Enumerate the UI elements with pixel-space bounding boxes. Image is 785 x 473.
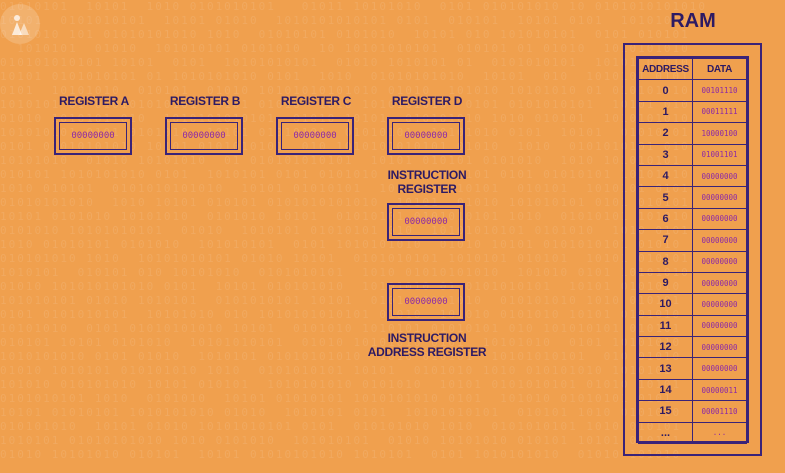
ram-data-cell: 00000000 [692, 186, 747, 209]
ram-address-cell: 10 [638, 293, 693, 316]
address-column-header: ADDRESS [638, 57, 693, 81]
ram-data-cell: 00101110 [692, 79, 747, 102]
register-d: 00000000 [387, 117, 465, 155]
ram-data-cell: 00000011 [692, 378, 747, 402]
ram-data-cell: 01001101 [692, 143, 747, 166]
register-d-label: REGISTER D [391, 94, 463, 108]
ram-data-cell: 00000000 [692, 164, 747, 188]
register-b: 00000000 [165, 117, 243, 155]
ram-data-cell: 00000000 [692, 314, 747, 338]
ram-address-cell: 9 [638, 271, 693, 295]
ram-address-cell: 7 [638, 229, 693, 252]
instruction-address-register-value: 00000000 [392, 288, 460, 316]
ram-outer-frame [623, 43, 762, 456]
ram-address-cell: 13 [638, 357, 693, 380]
ram-address-cell: 12 [638, 336, 693, 359]
ram-address-cell: 8 [638, 250, 693, 273]
ram-address-cell: 14 [638, 378, 693, 402]
ram-address-cell: 2 [638, 122, 693, 145]
ram-address-cell: ... [638, 421, 693, 445]
instruction-address-register: 00000000 [387, 283, 465, 321]
ram-address-cell: 3 [638, 143, 693, 166]
ram-data-cell: 00011111 [692, 100, 747, 124]
ram-address-cell: 15 [638, 400, 693, 423]
instruction-register-label: INSTRUCTION REGISTER [387, 168, 467, 196]
instruction-address-register-label: INSTRUCTION ADDRESS REGISTER [367, 331, 487, 359]
ram-data-cell: 00000000 [692, 207, 747, 231]
ram-address-cell: 4 [638, 164, 693, 188]
register-c: 00000000 [276, 117, 354, 155]
ram-address-cell: 1 [638, 100, 693, 124]
ram-address-cell: 6 [638, 207, 693, 231]
instruction-register-value: 00000000 [392, 208, 460, 236]
register-a-value: 00000000 [59, 122, 127, 150]
ram-address-cell: 5 [638, 186, 693, 209]
ram-address-cell: 0 [638, 79, 693, 102]
ram-data-cell: 00000000 [692, 336, 747, 359]
data-column-header: DATA [692, 57, 747, 81]
ram-address-cell: 11 [638, 314, 693, 338]
ram-data-cell: 00000000 [692, 357, 747, 380]
ram-data-cell: 00000000 [692, 293, 747, 316]
ram-data-cell: 10000100 [692, 122, 747, 145]
ram-row: ...... [638, 421, 747, 445]
register-c-label: REGISTER C [280, 94, 352, 108]
register-a: 00000000 [54, 117, 132, 155]
ram-title: RAM [670, 10, 716, 32]
instruction-register: 00000000 [387, 203, 465, 241]
ram-data-cell: ... [692, 421, 747, 445]
register-c-value: 00000000 [281, 122, 349, 150]
ram-data-cell: 00000000 [692, 250, 747, 273]
ram-data-cell: 00001110 [692, 400, 747, 423]
register-b-value: 00000000 [170, 122, 238, 150]
register-d-value: 00000000 [392, 122, 460, 150]
pbs-logo-icon [0, 4, 40, 44]
ram-data-cell: 00000000 [692, 229, 747, 252]
ram-data-cell: 00000000 [692, 271, 747, 295]
register-b-label: REGISTER B [169, 94, 241, 108]
register-a-label: REGISTER A [59, 94, 129, 108]
